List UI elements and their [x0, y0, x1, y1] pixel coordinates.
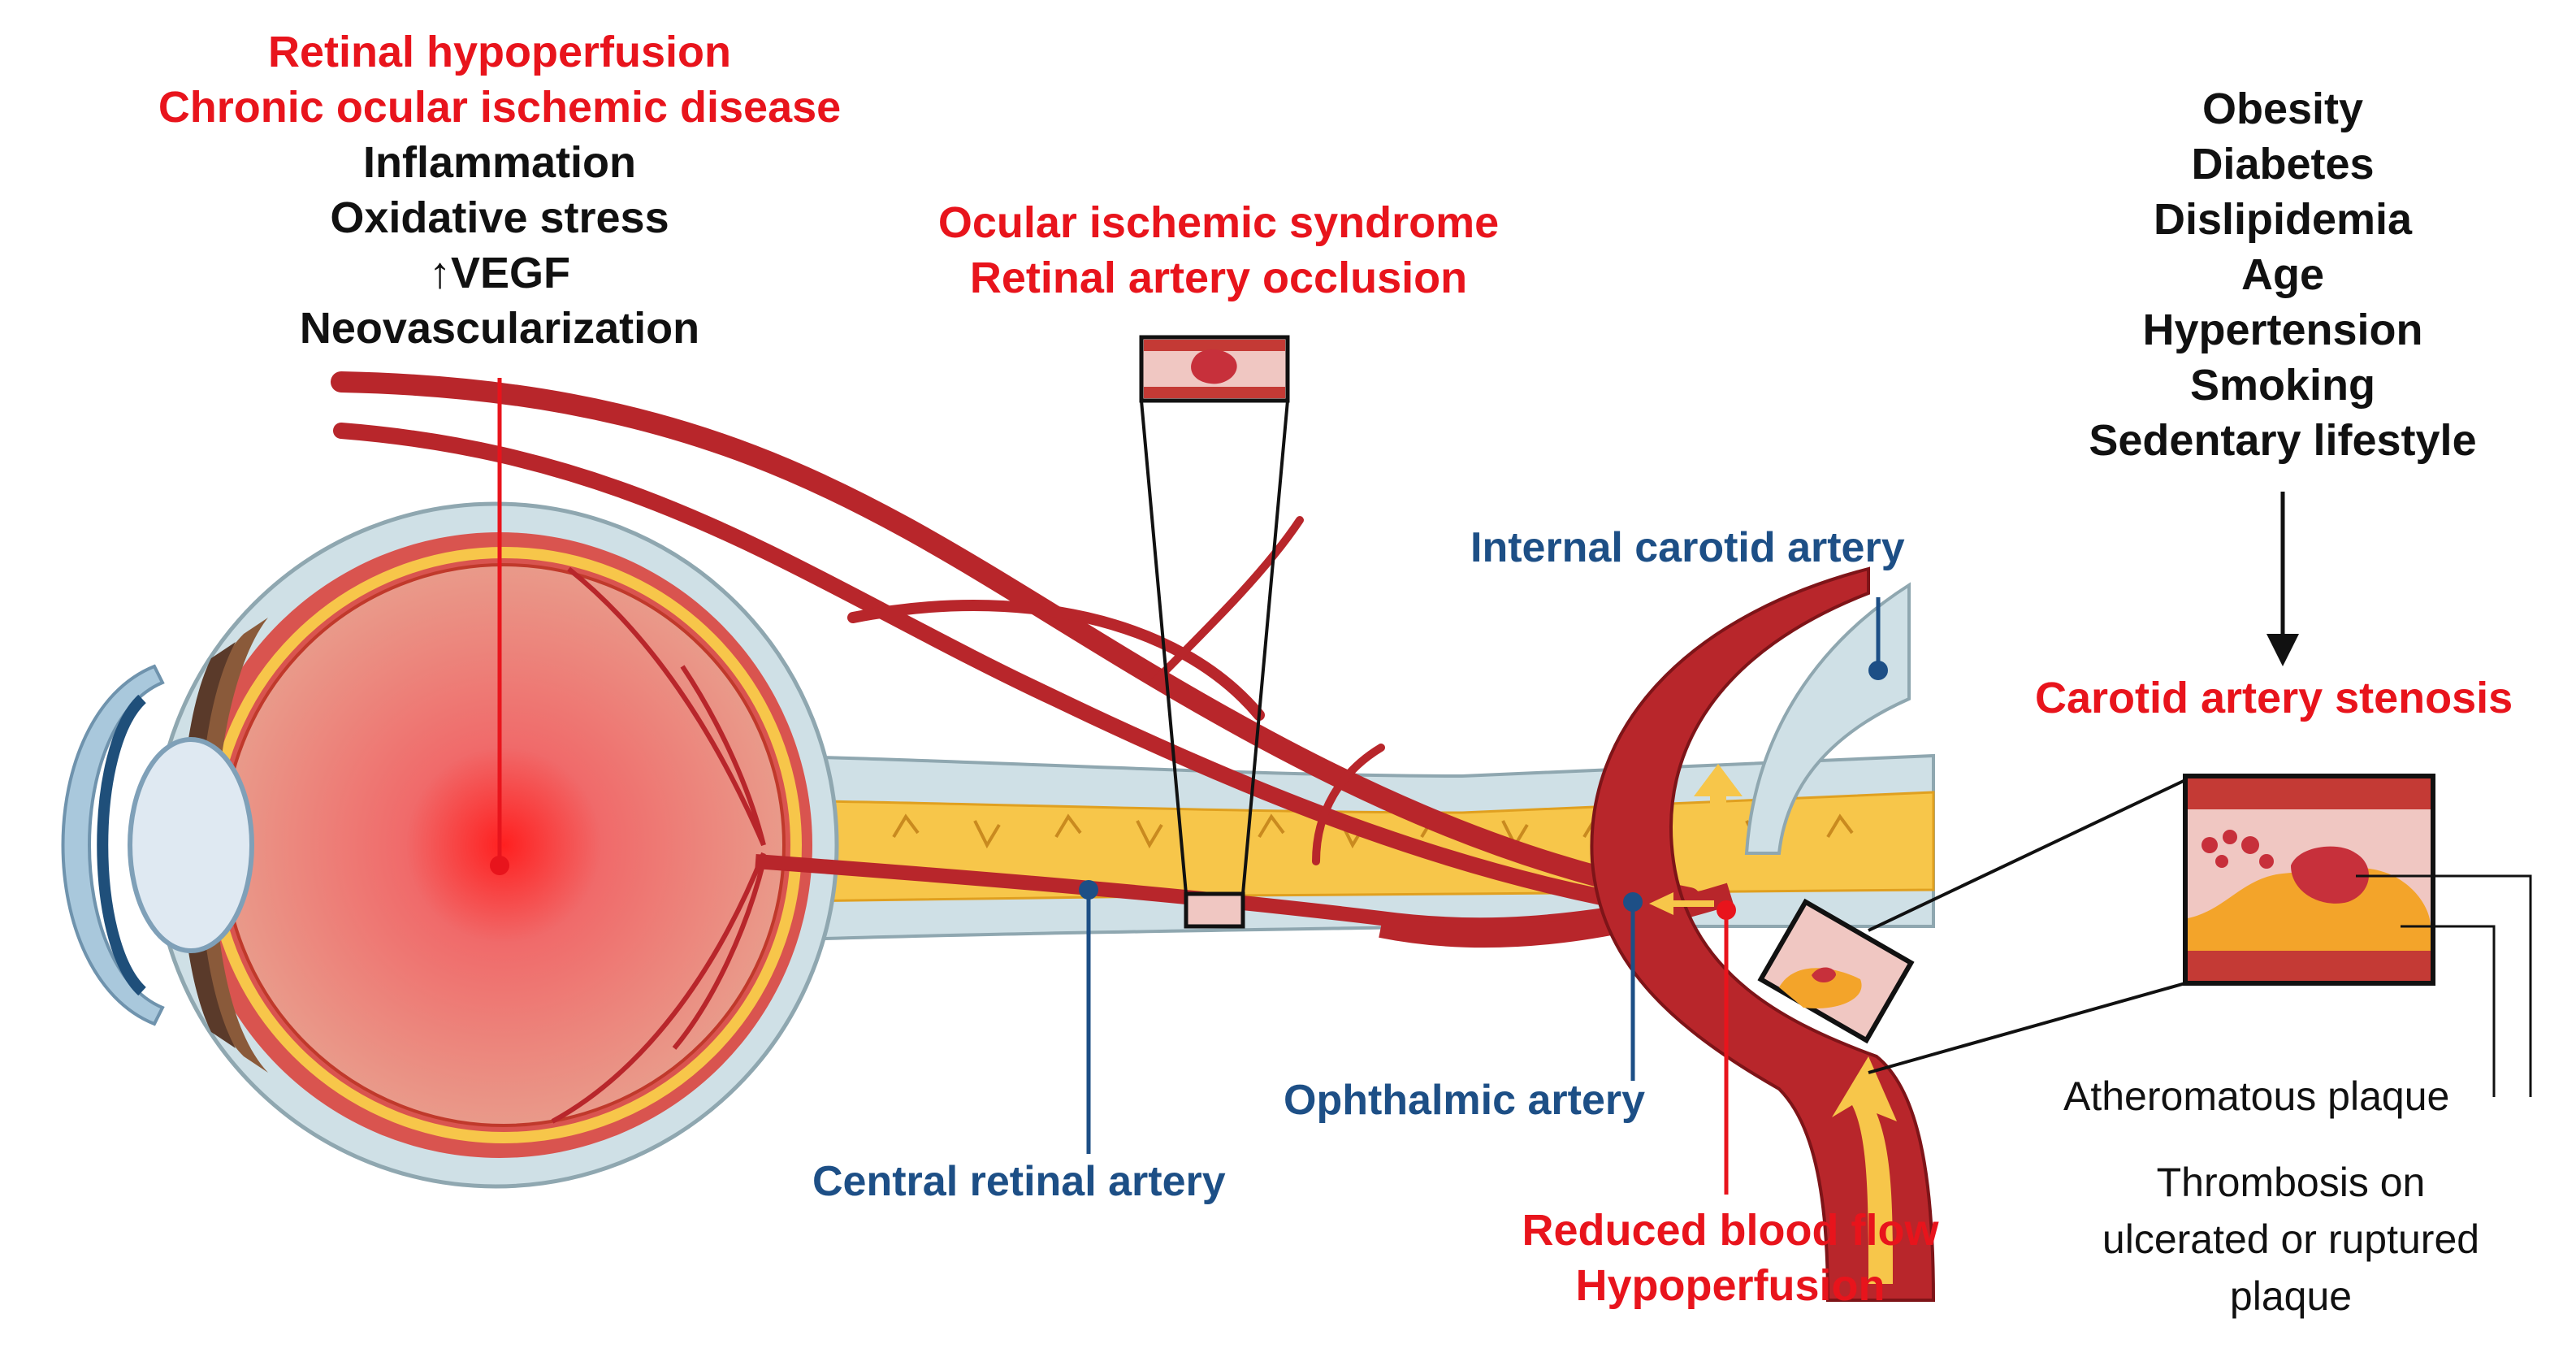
risk-factors-list: Obesity Diabetes Dislipidemia Age Hypert… [1998, 81, 2567, 468]
label-atheromatous-plaque: Atheromatous plaque [2063, 1073, 2450, 1119]
label-ocular-ischemic-syndrome: Ocular ischemic syndrome [937, 198, 1500, 247]
risk-sedentary: Sedentary lifestyle [2089, 416, 2477, 465]
reduced-flow-labels: Reduced blood flow Hypoperfusion [1365, 1203, 2096, 1313]
atheroma-mass [2188, 867, 2431, 951]
label-retinal-artery-occlusion: Retinal artery occlusion [969, 254, 1468, 302]
carotid-artery [1590, 566, 1936, 1302]
occlusion-labels: Ocular ischemic syndrome Retinal artery … [853, 195, 1584, 306]
vitreous-body [222, 563, 786, 1127]
up-arrow-icon: ↑ [428, 249, 451, 297]
retina-dot [490, 856, 509, 875]
label-vegf: ↑VEGF [428, 249, 571, 297]
label-chronic-ischemic: Chronic ocular ischemic disease [158, 83, 842, 132]
label-central-retinal-artery: Central retinal artery [812, 1158, 1226, 1205]
label-hypoperfusion: Hypoperfusion [1575, 1261, 1885, 1310]
flow-arrow-lower [1832, 1056, 1897, 1284]
label-neovascularization: Neovascularization [299, 304, 700, 353]
label-inflammation: Inflammation [362, 138, 637, 187]
pointer-atheroma [2356, 874, 2532, 1097]
risk-age: Age [2240, 250, 2324, 299]
label-reduced-blood-flow: Reduced blood flow [1522, 1206, 1939, 1255]
thrombus-small [1191, 349, 1237, 384]
label-carotid-stenosis: Carotid artery stenosis [2035, 674, 2513, 722]
retinal-vessels [551, 566, 766, 1124]
upper-arteries [331, 371, 1700, 918]
risk-dislipidemia: Dislipidemia [2153, 195, 2413, 244]
thrombosis-labels: Thrombosis on ulcerated or ruptured plaq… [2047, 1154, 2535, 1325]
label-retinal-hypoperfusion: Retinal hypoperfusion [267, 28, 732, 76]
carotid-inner [1744, 582, 1911, 855]
thrombus-large [2291, 846, 2370, 904]
flow-arrow-left [1649, 892, 1714, 915]
label-thrombosis-3: plaque [2229, 1273, 2353, 1319]
flow-arrow-up [1694, 764, 1743, 853]
pointer-thrombus [2401, 925, 2496, 1097]
label-thrombosis-1: Thrombosis on [2156, 1160, 2426, 1205]
occlusion-site [1184, 891, 1245, 929]
eye-effects-list: Retinal hypoperfusion Chronic ocular isc… [114, 24, 885, 356]
label-thrombosis-2: ulcerated or ruptured [2102, 1216, 2480, 1262]
cornea [61, 664, 165, 1026]
risk-diabetes: Diabetes [2191, 140, 2375, 189]
risk-obesity: Obesity [2202, 85, 2364, 133]
emboli-fragments [2202, 830, 2274, 869]
risk-hypertension: Hypertension [2142, 306, 2423, 354]
zoom-lines-top [1140, 400, 1289, 895]
label-ophthalmic-artery: Ophthalmic artery [1284, 1077, 1646, 1124]
lens [128, 737, 254, 953]
label-oxidative-stress: Oxidative stress [330, 193, 669, 242]
risk-arrow-head [2266, 634, 2299, 666]
anterior-chamber [97, 694, 147, 996]
zoom-lines-stenosis [1868, 778, 2186, 1074]
risk-smoking: Smoking [2189, 361, 2376, 410]
label-internal-carotid: Internal carotid artery [1470, 524, 1905, 571]
